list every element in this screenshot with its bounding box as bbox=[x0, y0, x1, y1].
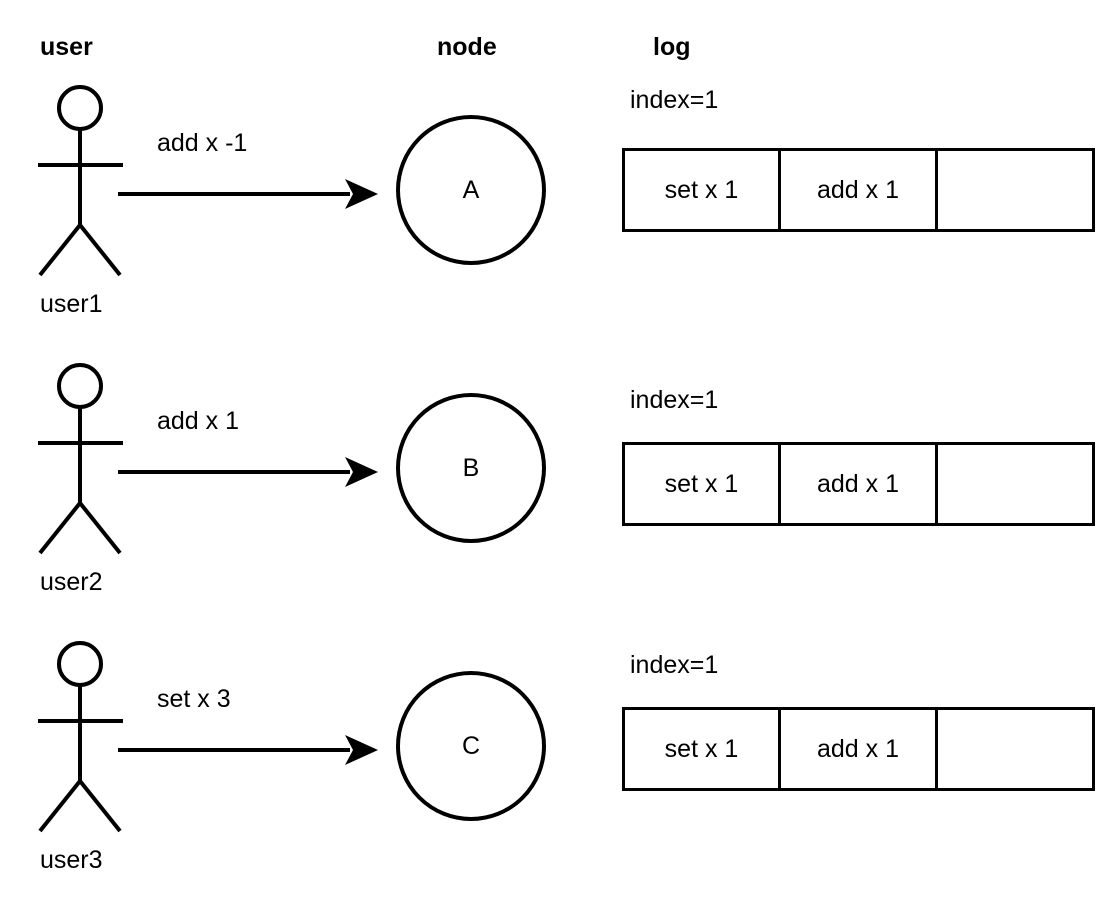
message-label: add x 1 bbox=[157, 407, 240, 435]
log-table: set x 1 add x 1 bbox=[622, 148, 1095, 232]
log-index-label: index=1 bbox=[630, 86, 719, 114]
log-cell bbox=[938, 710, 1092, 788]
column-header-node: node bbox=[437, 33, 497, 61]
diagram-row: user1 add x -1 A index=1 set x 1 add x 1 bbox=[0, 0, 1118, 317]
message-arrow-icon bbox=[118, 179, 378, 209]
message-label: set x 3 bbox=[157, 685, 231, 713]
stick-figure-icon bbox=[38, 85, 123, 277]
node-letter: B bbox=[462, 454, 480, 482]
node-circle-icon bbox=[396, 671, 546, 821]
column-header-user: user bbox=[40, 33, 93, 61]
actor-label: user1 bbox=[40, 290, 103, 318]
log-cell: set x 1 bbox=[625, 151, 781, 229]
node-letter: A bbox=[462, 176, 480, 204]
stick-figure-icon bbox=[38, 641, 123, 833]
log-index-label: index=1 bbox=[630, 386, 719, 414]
log-cell bbox=[938, 151, 1092, 229]
log-cell: set x 1 bbox=[625, 445, 781, 523]
log-cell: add x 1 bbox=[781, 445, 938, 523]
stick-figure-icon bbox=[38, 363, 123, 555]
message-arrow-icon bbox=[118, 735, 378, 765]
log-cell bbox=[938, 445, 1092, 523]
node-circle-icon bbox=[396, 115, 546, 265]
log-cell: add x 1 bbox=[781, 710, 938, 788]
log-table: set x 1 add x 1 bbox=[622, 442, 1095, 526]
column-header-log: log bbox=[653, 33, 691, 61]
message-arrow-icon bbox=[118, 457, 378, 487]
node-circle-icon bbox=[396, 393, 546, 543]
actor-label: user3 bbox=[40, 846, 103, 874]
log-cell: add x 1 bbox=[781, 151, 938, 229]
log-index-label: index=1 bbox=[630, 651, 719, 679]
message-label: add x -1 bbox=[157, 129, 248, 157]
node-letter: C bbox=[461, 732, 481, 760]
actor-label: user2 bbox=[40, 568, 103, 596]
log-table: set x 1 add x 1 bbox=[622, 707, 1095, 791]
diagram-row: user2 add x 1 B index=1 set x 1 add x 1 bbox=[0, 278, 1118, 595]
log-cell: set x 1 bbox=[625, 710, 781, 788]
diagram-row: user3 set x 3 C index=1 set x 1 add x 1 bbox=[0, 556, 1118, 873]
